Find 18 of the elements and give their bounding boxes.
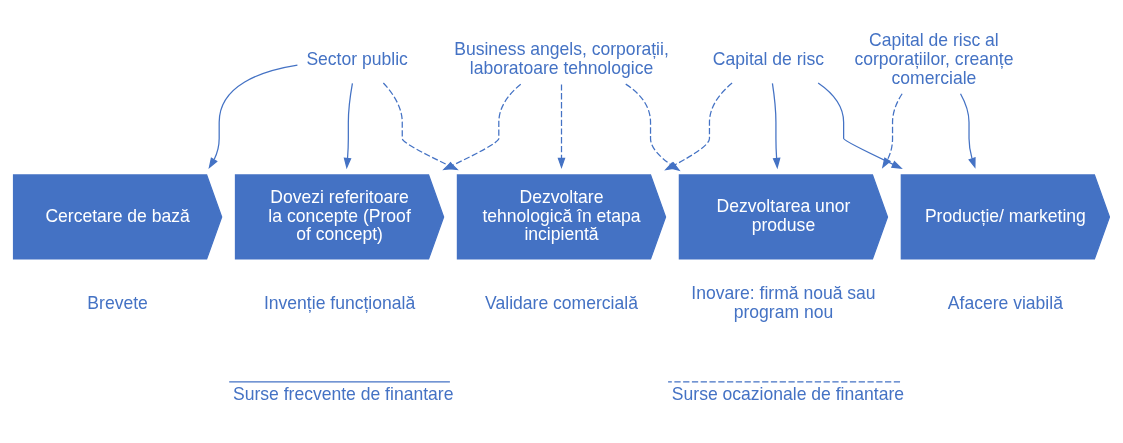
arrow <box>817 81 903 169</box>
node-text: Capital de risc al corporațiilor, creanțe comerciale <box>854 29 1014 88</box>
arrow <box>881 92 903 169</box>
node-label: Inovare: firmă nouă sau program nou <box>691 282 876 322</box>
legend-label: Surse ocazionale de finantare <box>671 383 905 404</box>
node-label: Validare comercială <box>485 292 638 313</box>
arrow <box>557 83 566 169</box>
node-label: Brevete <box>87 292 148 313</box>
node-label: Afacere viabilă <box>947 292 1063 313</box>
arrow <box>959 92 976 169</box>
node-text: Capital de risc <box>712 48 824 69</box>
node-label: Invenție funcțională <box>263 292 416 313</box>
node-text: Business angels, corporații, laboratoare tehnologice <box>454 38 669 78</box>
node-text: Sector public <box>306 48 408 69</box>
legend-label: Surse frecvente de finantare <box>232 383 454 404</box>
arrow <box>208 64 299 169</box>
arrow <box>343 82 354 169</box>
arrow <box>771 82 781 169</box>
